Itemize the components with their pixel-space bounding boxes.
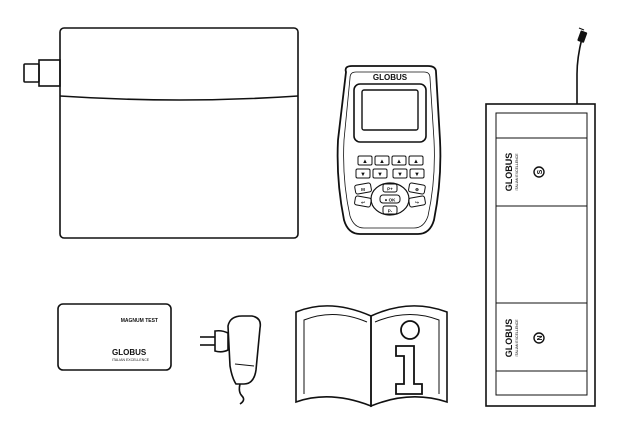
channel-down-button-1[interactable] (355, 168, 371, 179)
card-outline (57, 303, 172, 371)
card-tagline: ITALIAN EXCELLENCE (112, 358, 150, 362)
magnum-test-card: MAGNUM TEST GLOBUS ITALIAN EXCELLENCE (57, 303, 172, 371)
mat-logo-upper: GLOBUS ITALIAN EXCELLENCE (504, 153, 519, 192)
south-pole-badge (533, 166, 545, 178)
menu-label: M (361, 187, 365, 192)
back-icon: ↩ (361, 200, 365, 205)
instruction-manual (295, 305, 448, 408)
mat-plug-tip (578, 27, 585, 31)
mat-cable (576, 37, 583, 104)
mat-logo-lower: GLOBUS ITALIAN EXCELLENCE (504, 319, 519, 358)
device-button-row-down (355, 168, 425, 179)
mat-tagline-lower: ITALIAN EXCELLENCE (515, 319, 519, 357)
channel-up-button-4[interactable] (408, 155, 424, 166)
pouch-flap-line (59, 95, 299, 101)
program-plus-label: P+ (387, 187, 393, 192)
channel-down-button-2[interactable] (372, 168, 388, 179)
info-icon (395, 345, 423, 395)
adapter-cord (238, 383, 245, 405)
mat-outer-frame (485, 103, 596, 407)
adapter-seam (234, 363, 255, 367)
device-outline (336, 65, 442, 235)
forward-button[interactable] (408, 195, 426, 208)
card-brand-logo: GLOBUS (112, 348, 147, 357)
mat-brand-upper: GLOBUS (504, 153, 514, 192)
up-arrow-icon: ▲ (396, 159, 402, 165)
device-screen-bezel (353, 83, 427, 143)
electrostimulator-device: GLOBUS ▲ ▲ ▲ ▲ ▼ ▼ ▼ ▼ (336, 65, 442, 235)
power-button[interactable] (408, 182, 426, 195)
adapter-plug-head (214, 329, 229, 353)
south-pole-label: S (537, 169, 544, 174)
program-plus-button[interactable] (382, 183, 398, 193)
up-arrow-icon: ▲ (379, 159, 385, 165)
manual-page-edge (374, 313, 440, 394)
channel-down-button-4[interactable] (409, 168, 425, 179)
power-icon: ⊕ (415, 187, 419, 192)
program-minus-label: P- (388, 209, 393, 214)
pouch-body (59, 27, 299, 239)
forward-icon: ↪ (415, 200, 420, 205)
ok-button[interactable] (379, 194, 401, 204)
down-arrow-icon: ▼ (377, 172, 383, 178)
back-button[interactable] (354, 195, 372, 208)
down-arrow-icon: ▼ (360, 172, 366, 178)
channel-up-button-1[interactable] (357, 155, 373, 166)
up-arrow-icon: ▲ (413, 159, 419, 165)
device-brand-logo: GLOBUS (373, 73, 408, 82)
program-minus-button[interactable] (382, 205, 398, 215)
mat-tagline-upper: ITALIAN EXCELLENCE (515, 153, 519, 191)
mat-cable-plug (577, 30, 588, 43)
ok-label: ● OK (385, 198, 396, 203)
carry-pouch (23, 27, 299, 239)
magnetic-mat: GLOBUS ITALIAN EXCELLENCE S GLOBUS ITALI… (485, 27, 596, 407)
info-dot (400, 320, 420, 340)
device-inner-outline (343, 71, 435, 229)
manual-page-edge (303, 313, 368, 394)
adapter-body (227, 315, 262, 385)
north-pole-badge (533, 332, 545, 344)
mat-brand-lower: GLOBUS (504, 319, 514, 358)
down-arrow-icon: ▼ (397, 172, 403, 178)
north-pole-label: N (537, 335, 544, 340)
device-button-row-up (357, 155, 424, 166)
down-arrow-icon: ▼ (414, 172, 420, 178)
channel-down-button-3[interactable] (392, 168, 408, 179)
device-lcd-screen (361, 89, 419, 131)
manual-right-page (370, 305, 448, 408)
channel-up-button-2[interactable] (374, 155, 390, 166)
card-title: MAGNUM TEST (121, 318, 158, 324)
channel-up-button-3[interactable] (391, 155, 407, 166)
device-control-cluster (354, 182, 426, 216)
pouch-tab (23, 63, 40, 83)
power-adapter (200, 315, 262, 405)
pouch-strap (38, 59, 61, 87)
mat-inner-frame (495, 112, 588, 396)
menu-button[interactable] (354, 182, 372, 195)
manual-left-page (295, 305, 372, 408)
up-arrow-icon: ▲ (362, 159, 368, 165)
